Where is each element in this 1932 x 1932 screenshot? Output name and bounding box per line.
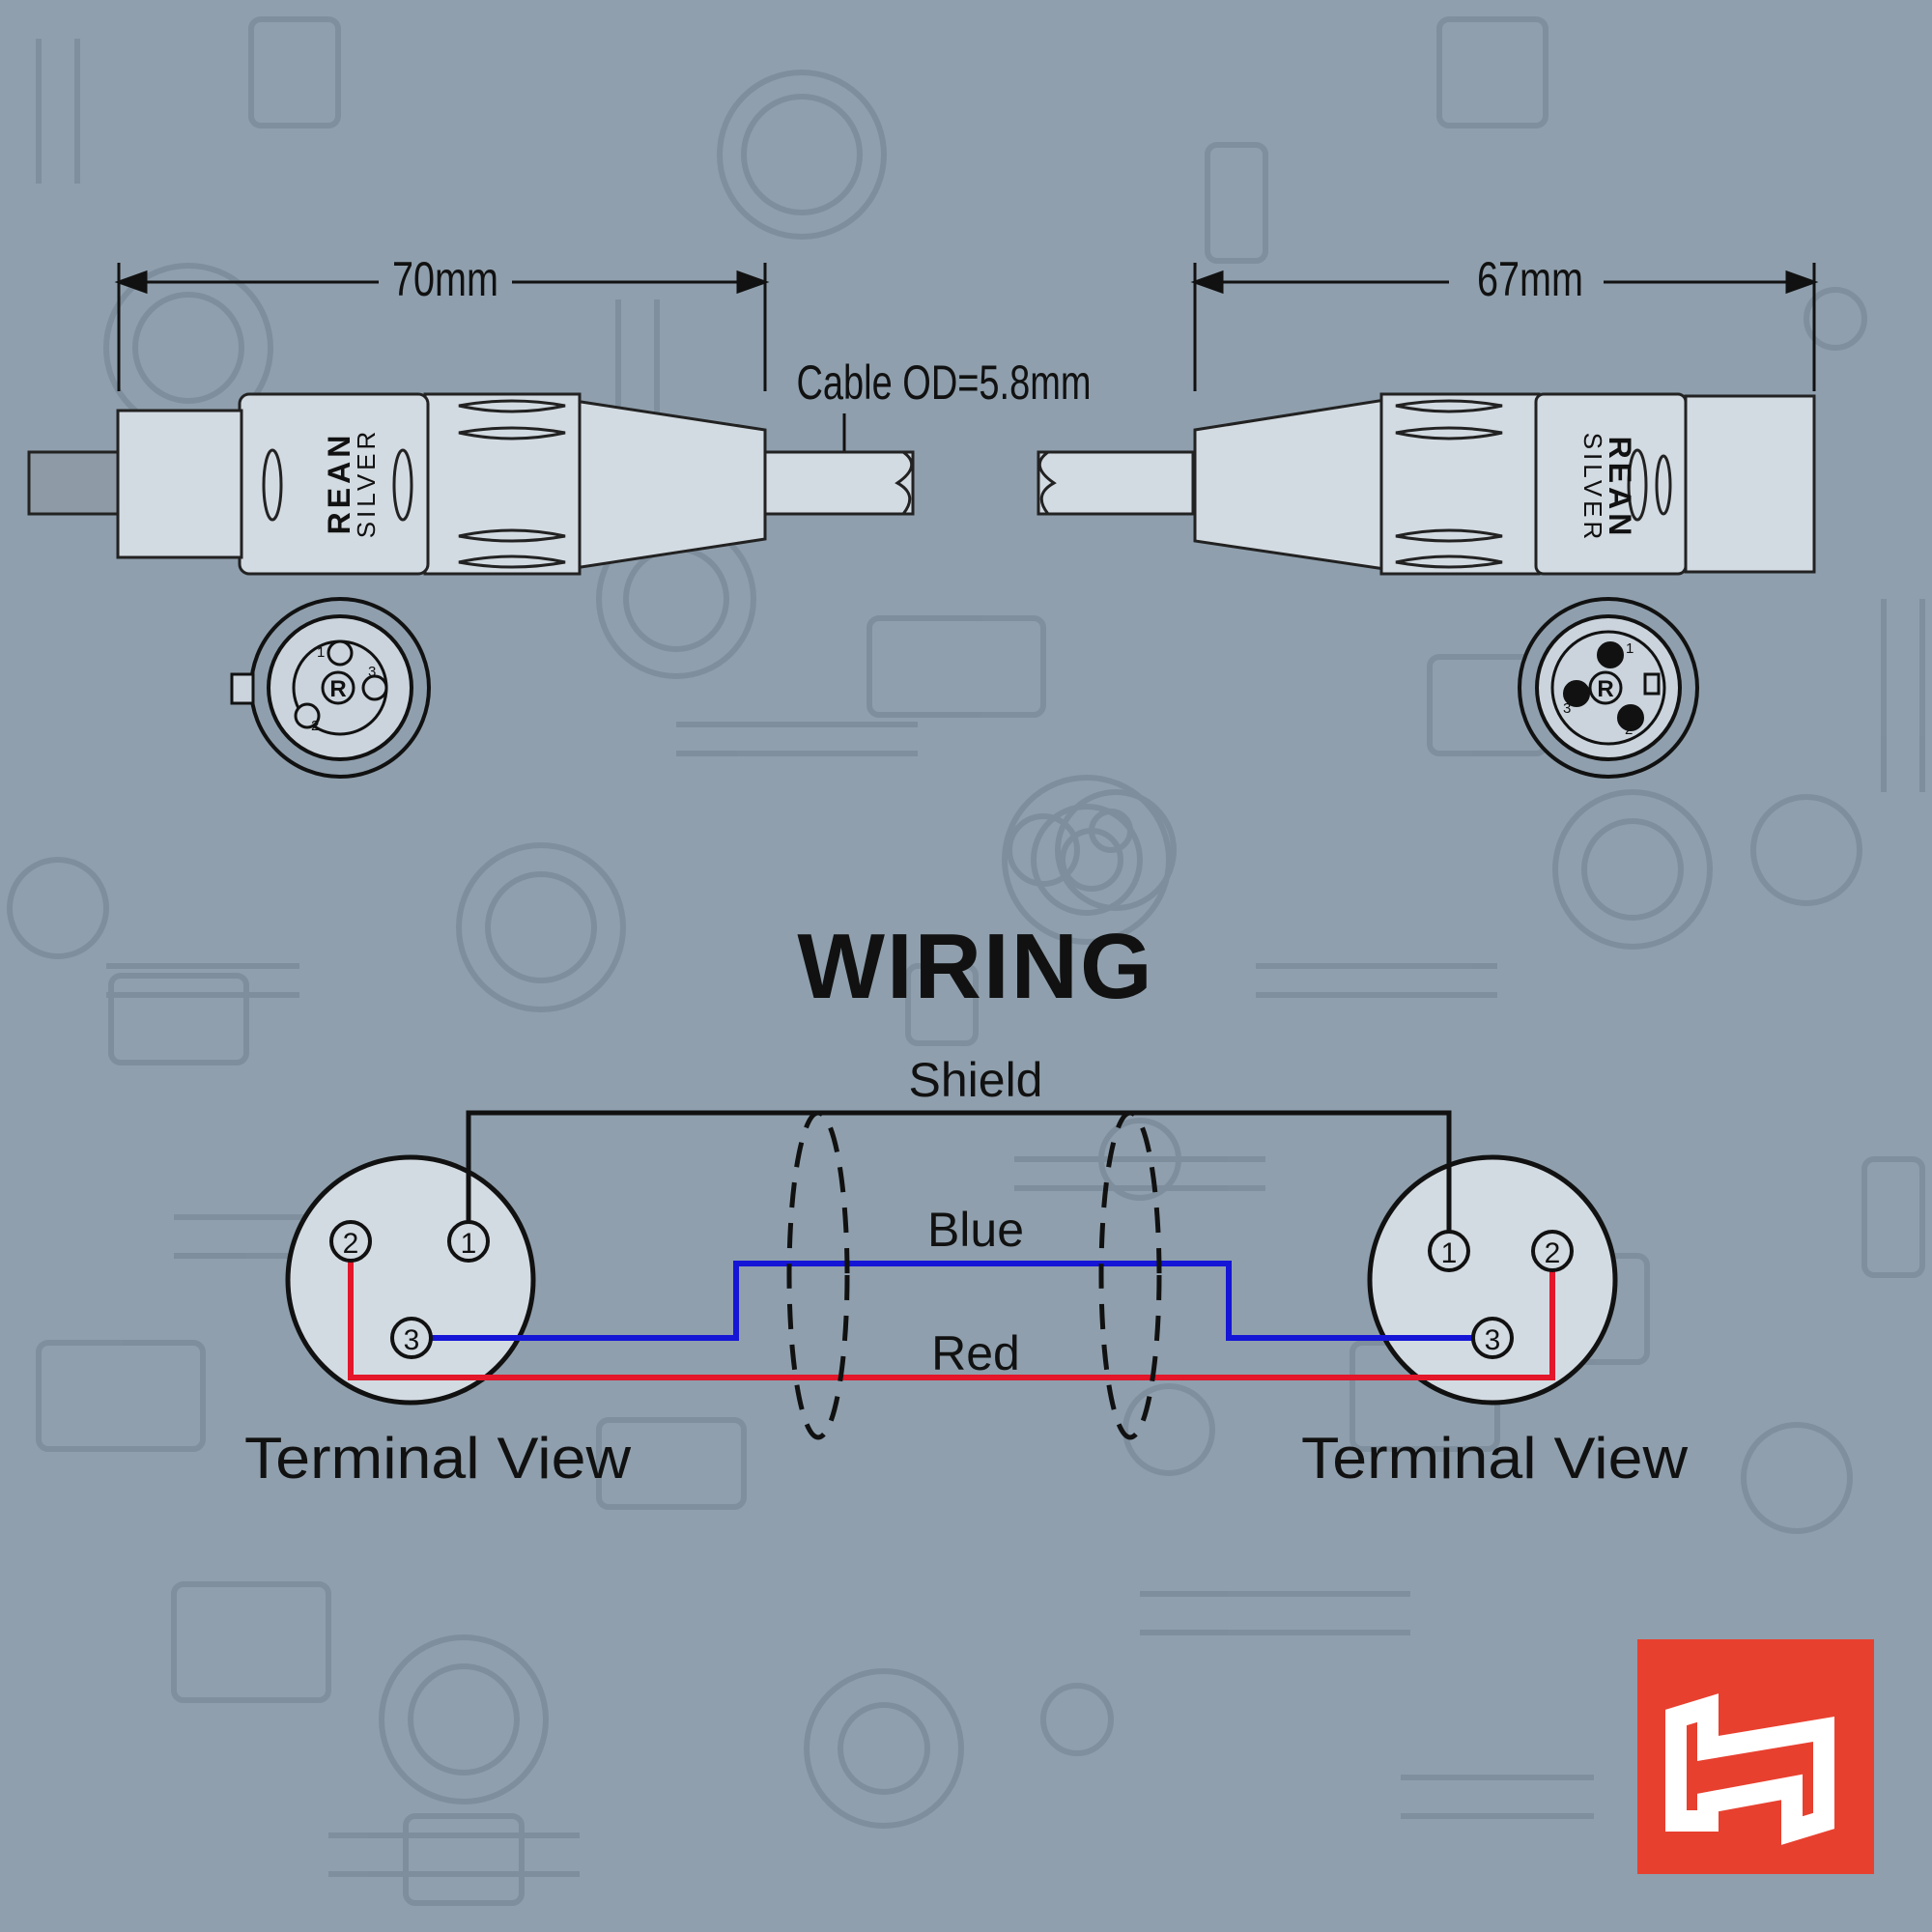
background-pattern: [7, 16, 1925, 1906]
red-label: Red: [931, 1326, 1020, 1380]
hosa-logo-icon: [1637, 1639, 1874, 1874]
blue-label: Blue: [927, 1203, 1024, 1257]
shield-boundary-right: [1098, 1110, 1162, 1440]
shield-label: Shield: [909, 1053, 1043, 1107]
male-cable-stub: [1037, 450, 1195, 516]
left-terminal-caption: Terminal View: [244, 1426, 632, 1491]
female-length-label: 70mm: [392, 252, 498, 306]
female-strain-relief: [573, 399, 767, 570]
male-logo-letter: R: [1597, 676, 1613, 702]
male-pin-2: 2: [1625, 722, 1633, 738]
male-pin-3: 3: [1563, 700, 1571, 717]
male-xlr-connector: [1037, 392, 1816, 576]
male-brand-label: REAN: [1603, 437, 1637, 540]
female-nose: [116, 409, 243, 559]
male-length-label: 67mm: [1477, 252, 1583, 306]
female-cable-stub: [761, 450, 915, 516]
shield-boundary-left: [786, 1110, 850, 1440]
female-pin-2: 2: [311, 718, 319, 734]
female-mesh: [27, 450, 120, 516]
blue-wire: [413, 1261, 1492, 1341]
female-pin-1: 1: [317, 644, 325, 661]
male-pin-1: 1: [1626, 640, 1634, 657]
female-pin-3: 3: [368, 664, 376, 680]
dimension-female: [114, 263, 770, 391]
left-pin-3-label: 3: [404, 1324, 420, 1356]
female-line-label: SILVER: [352, 428, 381, 539]
female-brand-label: REAN: [322, 432, 356, 535]
right-pin-1-label: 1: [1441, 1237, 1458, 1269]
dimension-male: [1190, 263, 1819, 391]
male-grip: [1379, 392, 1541, 576]
cable-od-label: Cable OD=5.8mm: [797, 355, 1092, 410]
female-end-view: [230, 597, 431, 779]
right-pins: [1428, 1230, 1574, 1359]
left-pin-1-label: 1: [461, 1228, 477, 1260]
left-terminal: [285, 1154, 536, 1406]
male-strain-relief: [1193, 397, 1393, 572]
female-grip: [423, 392, 582, 576]
left-pins: [329, 1220, 490, 1359]
right-pin-2-label: 2: [1545, 1237, 1561, 1269]
left-pin-2-label: 2: [343, 1228, 359, 1260]
right-terminal-caption: Terminal View: [1301, 1426, 1689, 1491]
female-xlr-connector: [27, 392, 915, 576]
right-terminal: [1367, 1154, 1618, 1406]
right-pin-3-label: 3: [1485, 1324, 1501, 1356]
male-end-view: [1518, 597, 1699, 779]
red-wire: [348, 1241, 1555, 1380]
female-logo-letter: R: [329, 676, 346, 702]
male-nose: [1684, 394, 1816, 574]
wiring-title: WIRING: [797, 915, 1153, 1018]
shield-wire: [466, 1110, 1452, 1241]
male-line-label: SILVER: [1578, 433, 1607, 544]
